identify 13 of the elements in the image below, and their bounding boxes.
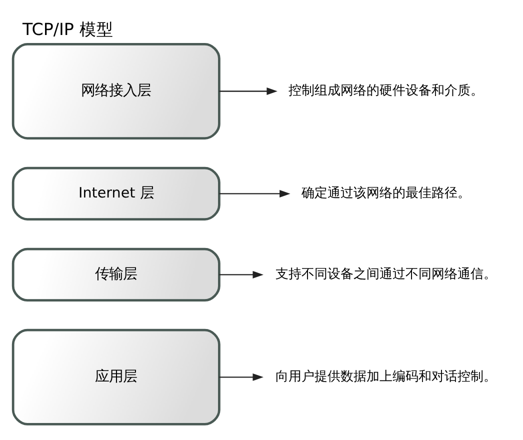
arrow [219,270,264,278]
node-text: 确定通过该网络的最佳路径。 [302,186,471,201]
node-box: 传输层 [12,247,220,302]
node-text: 向用户提供数据加上编码和对话控制。 [276,369,497,384]
node-box: Internet 层 [12,166,220,220]
node-box: 应用层 [12,328,220,425]
arrow [219,189,290,197]
node-box: 网络接入层 [12,42,220,139]
arrow [219,86,278,94]
arrow [219,372,264,380]
node-text: 支持不同设备之间通过不同网络通信。 [276,266,497,282]
diagram-title: TCP/IP 模型 [22,19,114,38]
node-text: 控制组成网络的硬件设备和介质。 [288,83,484,98]
